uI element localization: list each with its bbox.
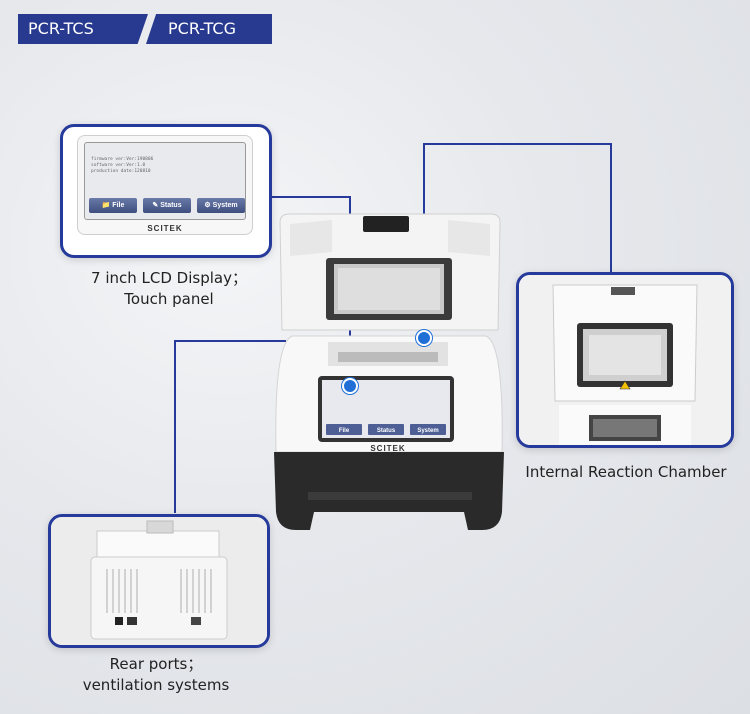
connector-chamber-h	[423, 143, 611, 145]
rear-caption: Rear ports； ventilation systems	[82, 655, 230, 694]
lcd-bezel: firmware ver:Ver:190806 software ver:Ver…	[77, 135, 253, 235]
device-file-button[interactable]: File	[338, 428, 350, 434]
chamber-caption: Internal Reaction Chamber	[525, 463, 727, 481]
lcd-logo: SCITEK	[147, 224, 183, 233]
rear-image	[51, 517, 267, 645]
lcd-info-text: firmware ver:Ver:190806 software ver:Ver…	[91, 157, 154, 174]
pcr-device-image	[274, 213, 504, 530]
connector-lcd-h	[272, 196, 350, 198]
lcd-system-button[interactable]: ⚙ System	[197, 198, 245, 213]
device-status-button[interactable]: Status	[376, 428, 396, 434]
lcd-screen: firmware ver:Ver:190806 software ver:Ver…	[84, 142, 246, 220]
lcd-file-button[interactable]: 📁 File	[89, 198, 137, 213]
lcd-caption: 7 inch LCD Display； Touch panel	[91, 269, 247, 308]
tab-pcr-tcg[interactable]: PCR-TCG	[146, 14, 272, 44]
chamber-callout	[516, 272, 734, 448]
lcd-marker-dot	[342, 378, 358, 394]
lcd-callout: firmware ver:Ver:190806 software ver:Ver…	[60, 124, 272, 258]
connector-rear-h	[174, 340, 286, 342]
device-logo: SCITEK	[370, 444, 406, 453]
connector-rear-v	[174, 340, 176, 513]
device-screen-buttons: File Status System	[326, 426, 448, 437]
chamber-image	[519, 275, 731, 445]
connector-chamber-v2	[610, 143, 612, 274]
lcd-status-button[interactable]: ✎ Status	[143, 198, 191, 213]
rear-callout	[48, 514, 270, 648]
device-system-button[interactable]: System	[417, 428, 439, 434]
chamber-marker-dot	[416, 330, 432, 346]
tab-pcr-tcs[interactable]: PCR-TCS	[18, 14, 148, 44]
